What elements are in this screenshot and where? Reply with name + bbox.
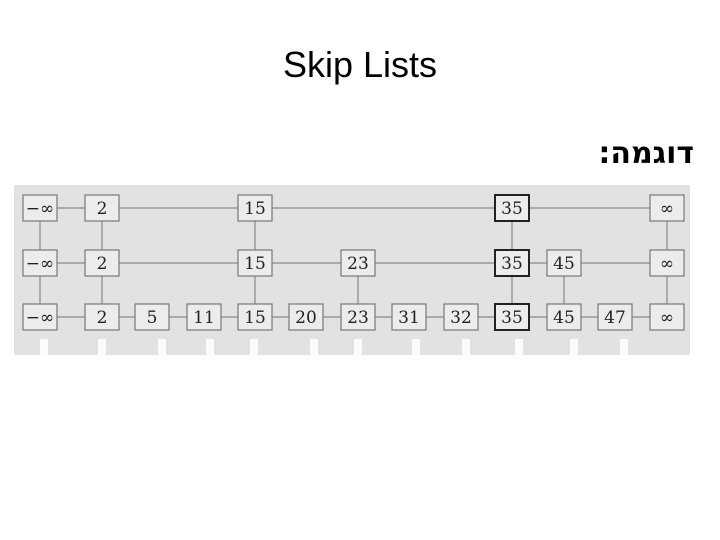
scan-artifact: [620, 339, 628, 355]
scan-artifact: [310, 339, 318, 355]
node-key: ∞: [660, 308, 674, 328]
node-key: 32: [450, 308, 472, 328]
node-box: [288, 303, 324, 331]
node-key: 45: [553, 254, 575, 274]
node-box: [84, 194, 120, 222]
node-box: [597, 303, 633, 331]
node-key: 20: [295, 308, 317, 328]
slide-subtitle: דוגמה:: [598, 136, 694, 171]
node-key: 35: [501, 254, 523, 274]
skip-list-node: 15: [237, 194, 273, 222]
node-key: 47: [604, 308, 626, 328]
node-key: −∞: [26, 254, 54, 274]
node-box: [649, 194, 685, 222]
scan-artifact: [40, 339, 48, 355]
node-box: [546, 303, 582, 331]
skip-list-node: 23: [340, 249, 376, 277]
node-box: [237, 303, 273, 331]
node-key: 11: [193, 308, 215, 328]
node-key: 15: [244, 308, 266, 328]
skip-list-node: 45: [546, 303, 582, 331]
skip-list-node: ∞: [649, 249, 685, 277]
node-box: [546, 249, 582, 277]
node-key: −∞: [26, 199, 54, 219]
node-key: 45: [553, 308, 575, 328]
node-box: [134, 303, 170, 331]
scan-artifact: [354, 339, 362, 355]
node-key: 35: [501, 199, 523, 219]
skip-list-diagram: −∞ 2 15 35 ∞ −∞ 2 15 23 35 45 ∞ −∞ 2 5 11 15 20 23 31 32 35 45…: [14, 185, 690, 355]
node-key: 23: [347, 308, 369, 328]
scan-artifact: [158, 339, 166, 355]
skip-list-node: 2: [84, 194, 120, 222]
node-box: [391, 303, 427, 331]
skip-list-node: 23: [340, 303, 376, 331]
skip-list-node: ∞: [649, 303, 685, 331]
skip-list-node: 20: [288, 303, 324, 331]
node-box: [22, 249, 58, 277]
skip-list-node: 2: [84, 303, 120, 331]
node-box: [237, 249, 273, 277]
scan-artifact: [98, 339, 106, 355]
skip-list-node: 45: [546, 249, 582, 277]
node-box: [22, 303, 58, 331]
node-box: [443, 303, 479, 331]
slide-title: Skip Lists: [282, 44, 438, 85]
skip-list-svg: −∞ 2 15 35 ∞ −∞ 2 15 23 35 45 ∞ −∞ 2 5 11 15 20 23 31 32 35 45…: [22, 194, 685, 355]
skip-list-node: 15: [237, 303, 273, 331]
skip-list-node: ∞: [649, 194, 685, 222]
node-key: 15: [244, 199, 266, 219]
node-box: [84, 249, 120, 277]
node-box: [649, 303, 685, 331]
scan-artifact: [462, 339, 470, 355]
node-box: [340, 249, 376, 277]
node-box: [237, 194, 273, 222]
skip-list-node: 15: [237, 249, 273, 277]
scan-artifact: [206, 339, 214, 355]
skip-list-node: 11: [186, 303, 222, 331]
node-key: 35: [501, 308, 523, 328]
scan-artifact: [250, 339, 258, 355]
highlighted-node-box: [494, 303, 530, 331]
scan-artifact: [412, 339, 420, 355]
highlighted-node-box: [494, 249, 530, 277]
node-box: [340, 303, 376, 331]
skip-list-node: 35: [494, 194, 530, 222]
skip-list-node: 35: [494, 249, 530, 277]
node-key: 2: [97, 199, 108, 219]
skip-list-node: 32: [443, 303, 479, 331]
skip-list-node: 5: [134, 303, 170, 331]
skip-list-node: −∞: [22, 194, 58, 222]
scan-artifact: [570, 339, 578, 355]
highlighted-node-box: [494, 194, 530, 222]
node-key: 2: [97, 254, 108, 274]
skip-list-node: 31: [391, 303, 427, 331]
node-key: ∞: [660, 199, 674, 219]
node-key: ∞: [660, 254, 674, 274]
node-key: −∞: [26, 308, 54, 328]
node-key: 2: [97, 308, 108, 328]
node-box: [649, 249, 685, 277]
node-box: [84, 303, 120, 331]
node-key: 31: [398, 308, 420, 328]
node-box: [22, 194, 58, 222]
node-key: 5: [147, 308, 158, 328]
skip-list-node: −∞: [22, 303, 58, 331]
skip-list-node: −∞: [22, 249, 58, 277]
scan-artifact: [515, 339, 523, 355]
skip-list-node: 2: [84, 249, 120, 277]
node-box: [186, 303, 222, 331]
skip-list-node: 47: [597, 303, 633, 331]
node-key: 23: [347, 254, 369, 274]
node-key: 15: [244, 254, 266, 274]
skip-list-node: 35: [494, 303, 530, 331]
